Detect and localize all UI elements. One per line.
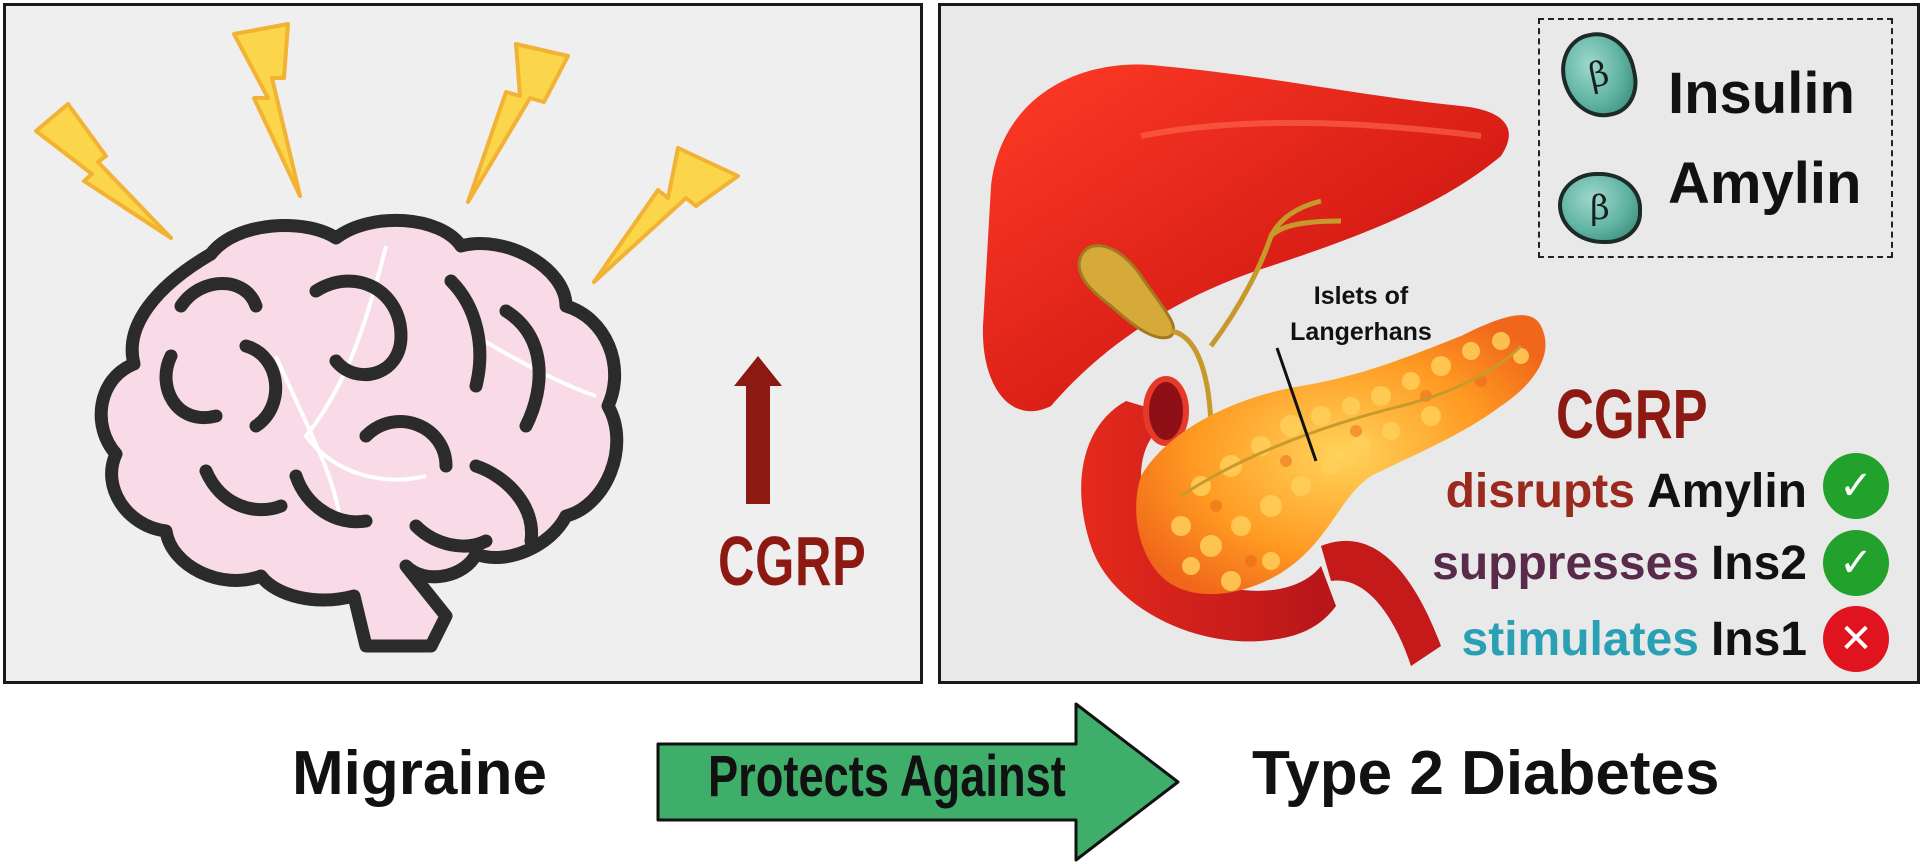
arrow-label: Protects Against (708, 744, 1066, 809)
type-2-diabetes-label: Type 2 Diabetes (1252, 739, 1720, 808)
effect-verb: disrupts (1445, 465, 1635, 518)
effect-row: suppresses Ins2 (1432, 536, 1807, 591)
effect-row: stimulates Ins1 (1462, 612, 1807, 667)
islets-pointer-line (1275, 347, 1318, 462)
up-arrow-icon (734, 356, 782, 504)
liver-pancreas-illustration (982, 64, 1546, 666)
effect-verb: stimulates (1461, 613, 1699, 666)
migraine-illustration (34, 22, 782, 653)
lightning-bolt-icon (466, 42, 570, 204)
migraine-panel: CGRP (3, 3, 923, 684)
lightning-bolt-icon (592, 146, 740, 284)
cgrp-label-left: CGRP (718, 522, 867, 600)
legend-amylin-label: Amylin (1668, 151, 1862, 216)
beta-cell-icon: β (1558, 172, 1642, 244)
cross-icon: ✕ (1823, 606, 1889, 672)
effect-row: disrupts Amylin (1446, 464, 1807, 519)
check-icon: ✓ (1823, 453, 1889, 519)
effect-target: Amylin (1646, 465, 1807, 518)
legend-insulin-label: Insulin (1668, 61, 1855, 126)
duodenum (1081, 401, 1336, 642)
effect-verb: suppresses (1432, 537, 1699, 590)
effect-target: Ins1 (1710, 613, 1807, 666)
lightning-bolt-icon (232, 22, 302, 198)
beta-cell-icon: β (1553, 25, 1645, 125)
legend-box: β Insulin β Amylin (1538, 18, 1893, 258)
effect-target: Ins2 (1710, 537, 1807, 590)
diabetes-panel: β Insulin β Amylin Islets of Langerhans … (938, 3, 1920, 684)
gallbladder (1077, 244, 1176, 340)
liver (982, 64, 1509, 412)
migraine-label: Migraine (292, 739, 547, 808)
islets-label: Islets of Langerhans (1290, 282, 1432, 346)
check-icon: ✓ (1823, 530, 1889, 596)
lightning-bolt-icon (34, 102, 173, 240)
protects-against-arrow (656, 702, 1180, 862)
brain-icon (94, 213, 624, 653)
cgrp-label-right: CGRP (1556, 375, 1708, 453)
